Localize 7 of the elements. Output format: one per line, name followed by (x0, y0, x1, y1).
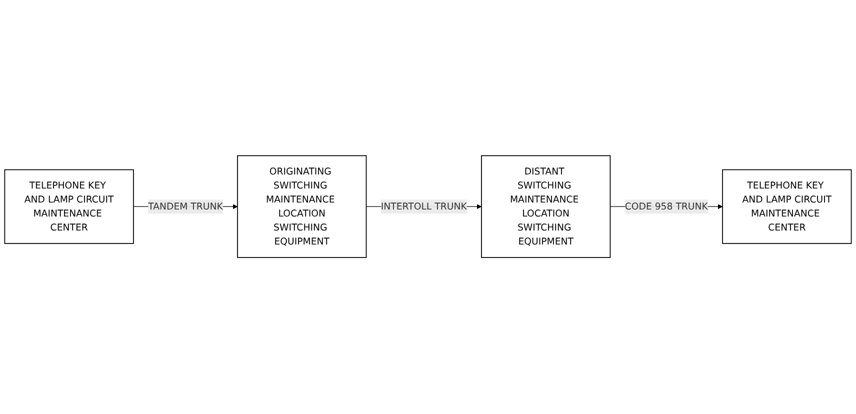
node-box: ORIGINATING SWITCHING MAINTENANCE LOCATION SWITCHING EQUIPMENT (237, 156, 367, 258)
edge-label: INTERTOLL TRUNK (380, 201, 467, 212)
node-box: DISTANT SWITCHING MAINTENANCE LOCATION SWITCHING EQUIPMENT (481, 156, 611, 258)
node-box: TELEPHONE KEY AND LAMP CIRCUIT MAINTENANCE CENTER (722, 170, 852, 244)
node-box: TELEPHONE KEY AND LAMP CIRCUIT MAINTENANCE CENTER (4, 170, 134, 244)
edge-label: TANDEM TRUNK (148, 201, 223, 212)
edge-label: CODE 958 TRUNK (624, 201, 708, 212)
